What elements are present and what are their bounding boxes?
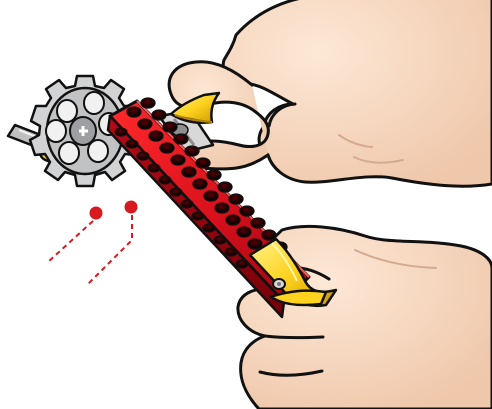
alignment-guides: [48, 201, 138, 285]
guide-dot-right-icon: [125, 201, 138, 214]
beam-end-cap-icon: [273, 279, 285, 289]
guide-dot-left-icon: [90, 207, 103, 220]
